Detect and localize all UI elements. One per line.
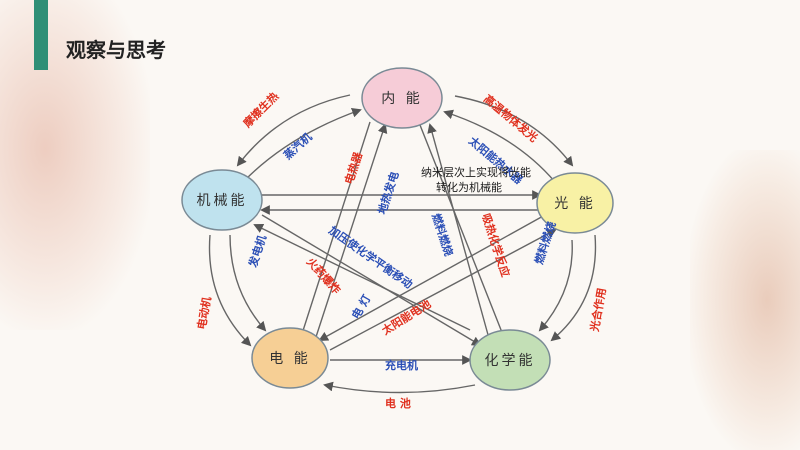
arrow-internal-to-electric [314, 123, 388, 341]
arrow-electric-to-internal [297, 121, 371, 342]
label-photosynthesis: 光合作用 [587, 287, 609, 334]
label-generator: 发电机 [245, 233, 269, 270]
arrow-mechanical-to-chemical [253, 224, 471, 331]
svg-text:内 能: 内 能 [381, 91, 422, 107]
node-electric-energy: 电 能 [251, 327, 329, 389]
label-battery: 电 池 [385, 396, 411, 410]
node-light-energy: 光 能 [536, 172, 614, 234]
arrow-electric-to-mechanical-inner [229, 234, 267, 332]
page-title: 观察与思考 [66, 38, 166, 62]
svg-text:化学能: 化学能 [485, 353, 536, 369]
node-internal-energy: 内 能 [361, 67, 443, 129]
arrow-mechanical-to-electric [208, 234, 252, 347]
conversion-arrows [208, 94, 597, 394]
watercolor-wash-right [690, 150, 800, 450]
watercolor-wash-left [0, 0, 150, 330]
arrow-light-to-electric [318, 214, 546, 341]
svg-text:电 能: 电 能 [269, 351, 310, 367]
label-explosive: 火药爆炸 [304, 255, 344, 297]
node-mechanical-energy: 机械能 [181, 169, 263, 231]
node-chemical-energy: 化学能 [469, 329, 551, 391]
svg-text:机械能: 机械能 [197, 193, 248, 209]
label-solar-heater: 太阳能热水器 [465, 133, 526, 187]
arrow-chemical-to-internal [427, 123, 491, 343]
label-motor: 电动机 [194, 296, 214, 331]
label-nano-line2: 转化为机械能 [436, 180, 502, 194]
label-friction-heat: 摩擦生热 [240, 89, 281, 130]
label-endothermic-reaction: 吸热化学反应 [479, 212, 513, 279]
title-accent-bar [34, 0, 48, 70]
label-electric-heater: 电热器 [342, 149, 366, 186]
label-thermoelectric: 地热发电 [375, 170, 402, 216]
arrow-chemical-to-mechanical [261, 214, 482, 347]
label-electric-light: 电 灯 [348, 292, 373, 321]
label-nano-line1: 纳米层次上实现将光能 [421, 165, 531, 179]
arrow-chemical-to-light [538, 239, 573, 332]
label-fuel-burn-2: 燃料燃烧 [531, 220, 558, 267]
arrow-light-to-internal [443, 109, 556, 183]
arrow-mechanical-to-internal [244, 108, 362, 181]
arrow-light-to-chemical [550, 234, 597, 342]
arrow-electric-to-light [329, 229, 557, 351]
label-high-temp-glow: 高温物体发光 [481, 92, 541, 145]
label-charging: 充电机 [385, 358, 418, 372]
arrow-chemical-to-electric [323, 381, 476, 394]
label-fuel-burn-1: 燃料燃烧 [429, 211, 456, 258]
arrow-internal-to-chemical [419, 124, 507, 342]
arrow-internal-to-mechanical-outer [236, 94, 351, 167]
svg-text:光 能: 光 能 [554, 196, 595, 212]
arrow-internal-to-light [454, 95, 574, 167]
